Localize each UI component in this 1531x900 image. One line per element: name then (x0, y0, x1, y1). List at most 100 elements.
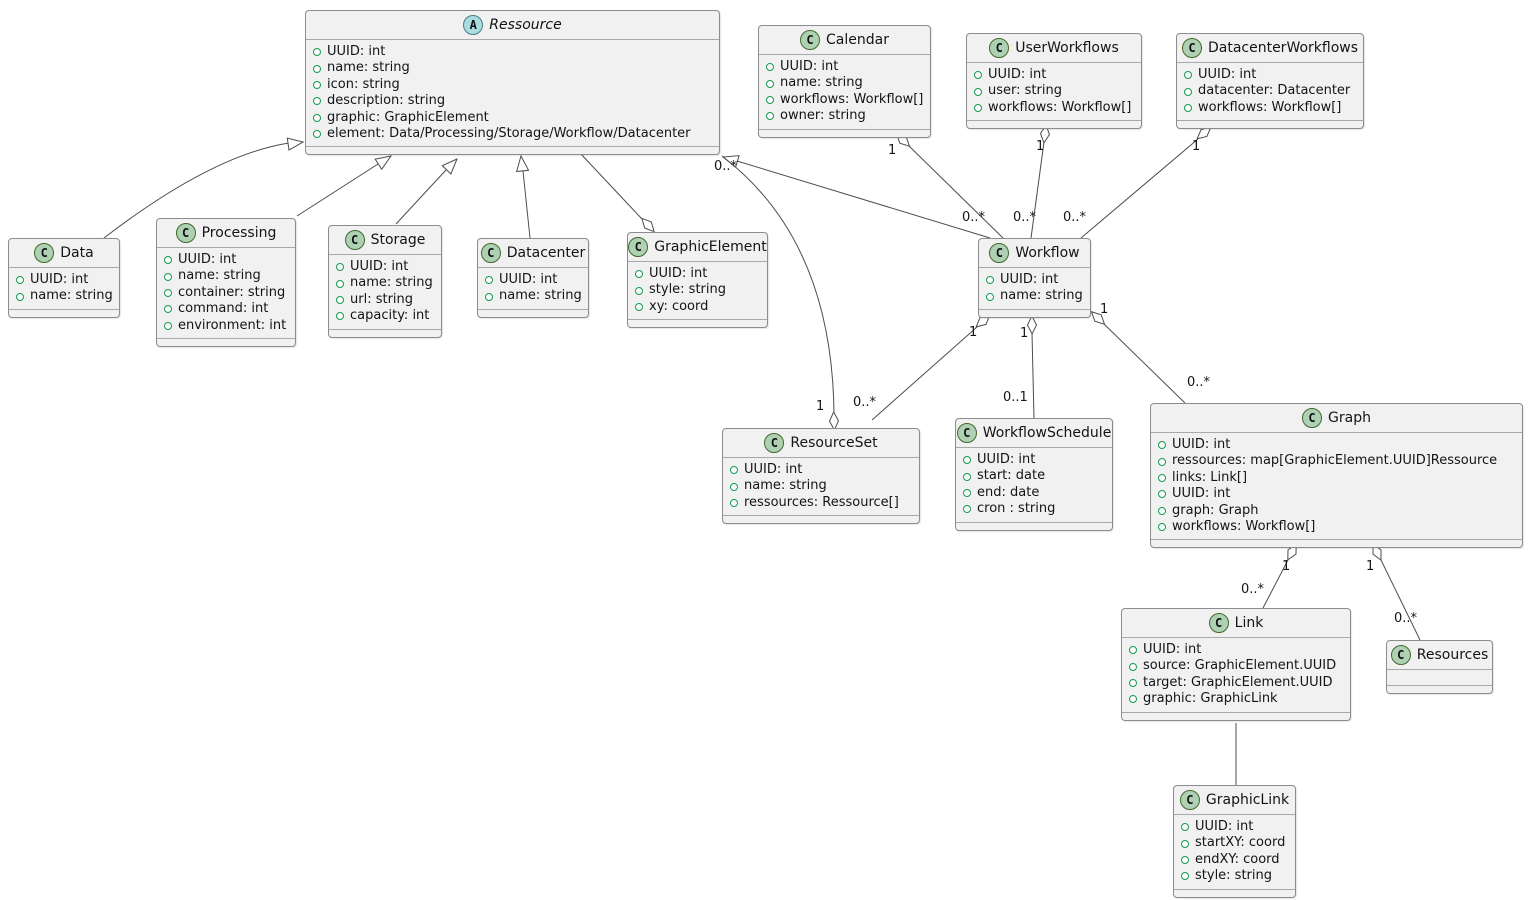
class-workflow: C Workflow UUID: int name: string (978, 238, 1091, 318)
multiplicity-label: 0..* (1241, 582, 1265, 597)
field-icon (1129, 679, 1137, 688)
multiplicity-label: 1 (888, 143, 897, 158)
methods-compartment (1122, 713, 1350, 720)
field-icon (1158, 506, 1166, 515)
edge-workflow-ressource (721, 155, 991, 239)
edge-processing-ressource (296, 155, 393, 217)
field-icon (1184, 71, 1192, 80)
class-graphicelement: C GraphicElement UUID: int style: string… (627, 232, 768, 329)
attribute-row: name: string (986, 288, 1083, 304)
class-name: WorkflowSchedule (982, 425, 1112, 441)
attribute-row: source: GraphicElement.UUID (1129, 658, 1343, 674)
attribute-row: startXY: coord (1181, 835, 1288, 851)
attribute: endXY: coord (1195, 851, 1280, 867)
class-name: UserWorkflows (1015, 40, 1119, 56)
attribute-row: UUID: int (1181, 819, 1288, 835)
field-icon (16, 292, 24, 301)
attribute: end: date (977, 484, 1040, 500)
multiplicity-label: 0..* (853, 395, 877, 410)
field-icon (313, 97, 321, 106)
attribute-row: UUID: int (986, 272, 1083, 288)
attribute: UUID: int (1198, 67, 1257, 82)
attribute: name: string (327, 60, 410, 76)
class-workflowschedule: C WorkflowSchedule UUID: int start: date… (955, 418, 1113, 531)
class-link-title: C Link (1122, 609, 1350, 638)
attribute-row: description: string (313, 93, 712, 109)
attribute: UUID: int (1195, 819, 1254, 834)
attribute: icon: string (327, 76, 400, 92)
attribute-row: UUID: int (730, 462, 912, 478)
class-name: Ressource (489, 17, 562, 33)
class-icon: C (628, 237, 649, 257)
class-datacenter-title: C Datacenter (478, 239, 588, 268)
methods-compartment (1151, 540, 1522, 547)
attribute-row: UUID: int (485, 272, 581, 288)
attribute-row: start: date (963, 468, 1105, 484)
attribute: UUID: int (327, 44, 386, 59)
multiplicity-label: 0..* (1394, 611, 1418, 626)
attribute-row: name: string (313, 60, 712, 76)
attribute-row: UUID: int (1129, 642, 1343, 658)
attribute-row: user: string (974, 83, 1134, 99)
class-resources-title: C Resources (1387, 641, 1492, 670)
attribute-row: graphic: GraphicElement (313, 110, 712, 126)
methods-compartment (628, 320, 767, 327)
multiplicity-label: 1 (1282, 559, 1291, 574)
attribute-row: end: date (963, 485, 1105, 501)
methods-compartment (1177, 121, 1363, 128)
methods-compartment (979, 310, 1090, 317)
class-name: Resources (1416, 647, 1489, 663)
field-icon (1158, 457, 1166, 466)
attribute: user: string (988, 83, 1062, 99)
attribute-row: element: Data/Processing/Storage/Workflo… (313, 126, 712, 142)
attribute-row: UUID: int (635, 266, 760, 282)
attribute-row: url: string (336, 292, 434, 308)
field-icon (974, 87, 982, 96)
attribute: name: string (30, 288, 113, 304)
class-icon: C (1390, 645, 1411, 665)
attribute: UUID: int (1000, 272, 1059, 287)
multiplicity-label: 1 (1100, 302, 1109, 317)
class-name: Graph (1328, 410, 1371, 426)
class-icon: C (989, 243, 1010, 263)
attribute: datacenter: Datacenter (1198, 83, 1351, 99)
field-icon (1181, 823, 1189, 832)
class-resourceset-title: C ResourceSet (723, 429, 919, 458)
attribute: graph: Graph (1172, 502, 1259, 518)
class-graphiclink: C GraphicLink UUID: int startXY: coord e… (1173, 785, 1296, 898)
attribute-row: icon: string (313, 77, 712, 93)
multiplicity-label: 1 (969, 325, 978, 340)
attribute-row: target: GraphicElement.UUID (1129, 675, 1343, 691)
field-icon (986, 292, 994, 301)
attribute-row: UUID: int (16, 272, 112, 288)
field-icon (766, 112, 774, 121)
field-icon (336, 263, 344, 272)
field-icon (986, 276, 994, 285)
attributes: UUID: int name: string container: string… (157, 248, 295, 340)
class-icon: C (956, 423, 977, 443)
attribute: cron : string (977, 501, 1056, 517)
class-icon: C (175, 223, 196, 243)
attribute-row: environment: int (164, 318, 288, 334)
field-icon (164, 321, 172, 330)
field-icon (164, 256, 172, 265)
attribute: container: string (178, 284, 286, 300)
class-storage: C Storage UUID: int name: string url: st… (328, 225, 442, 338)
attribute: UUID: int (744, 462, 803, 477)
field-icon (766, 96, 774, 105)
class-userworkflows-title: C UserWorkflows (967, 34, 1141, 63)
attribute: workflows: Workflow[] (780, 91, 924, 107)
class-processing: C Processing UUID: int name: string cont… (156, 218, 296, 348)
class-icon: C (1302, 408, 1323, 428)
attribute: ressources: Ressource[] (744, 494, 899, 510)
field-icon (1129, 695, 1137, 704)
attribute-row: style: string (1181, 868, 1288, 884)
attribute-row: owner: string (766, 108, 923, 124)
class-name: Workflow (1015, 245, 1080, 261)
attribute: command: int (178, 301, 269, 317)
attribute: target: GraphicElement.UUID (1143, 674, 1333, 690)
field-icon (485, 292, 493, 301)
field-icon (963, 505, 971, 514)
attribute: UUID: int (499, 272, 558, 287)
